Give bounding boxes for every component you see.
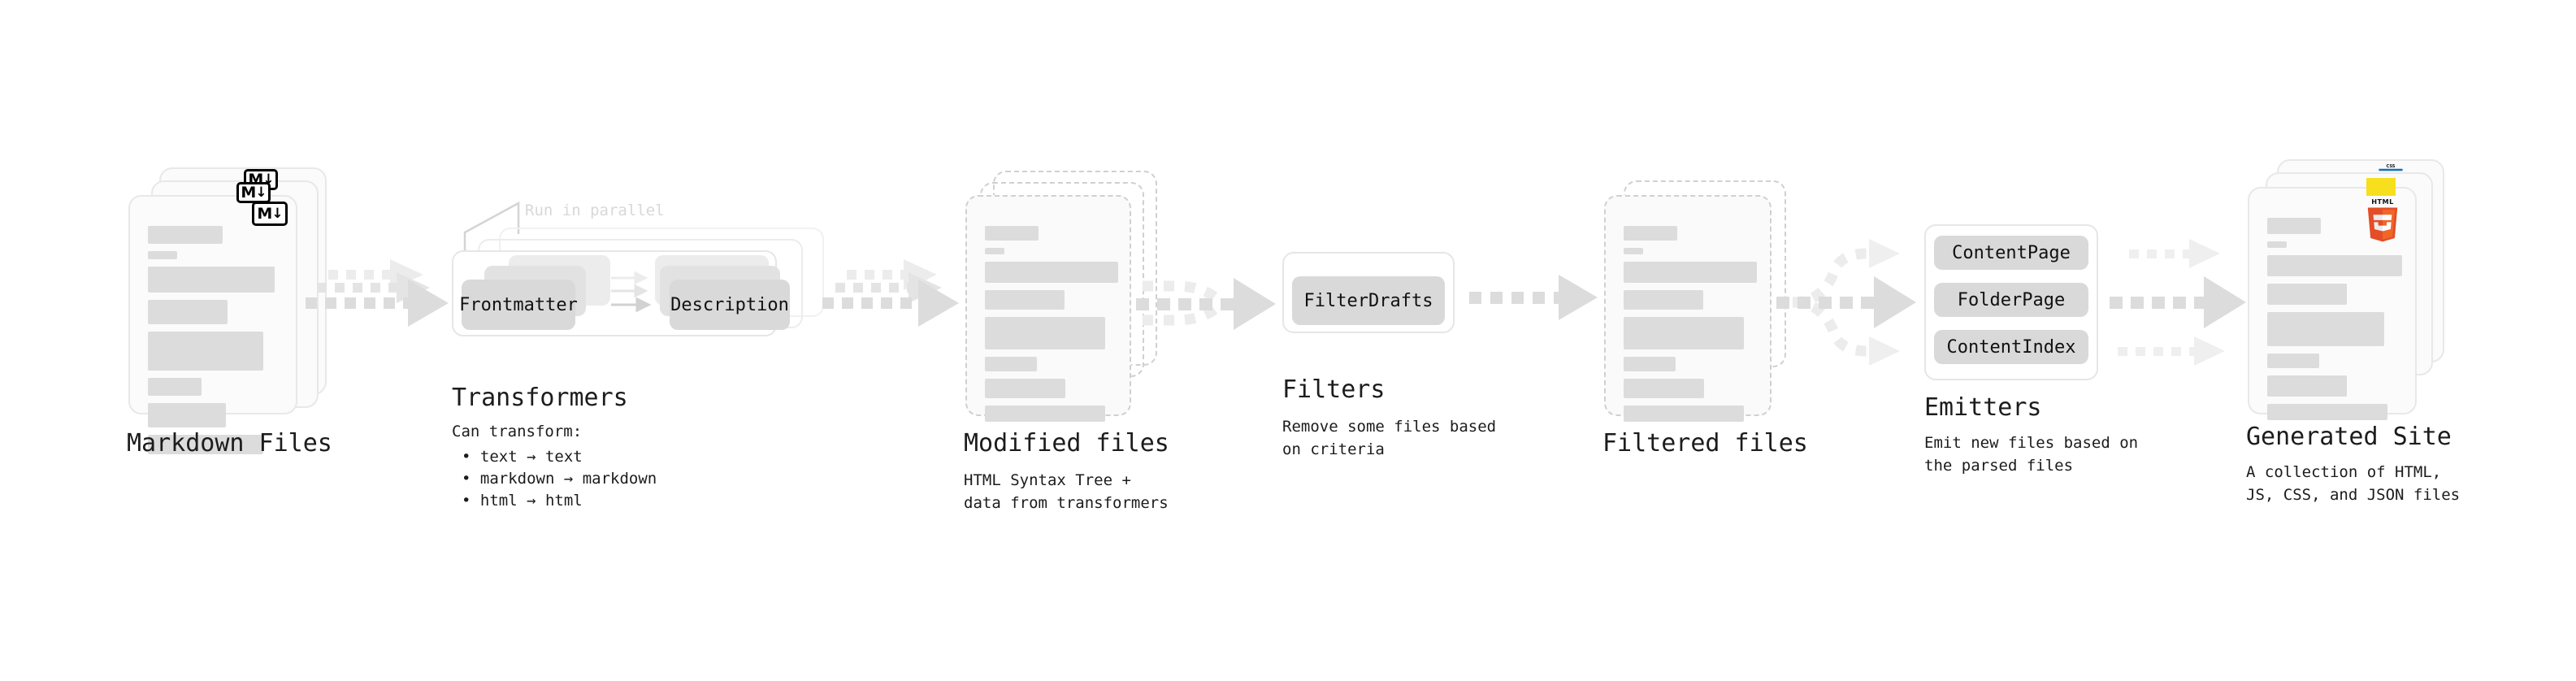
markdown-icon: M↓ <box>252 202 288 226</box>
filter-chip-filterdrafts[interactable]: FilterDrafts <box>1292 276 1445 325</box>
markdown-icon-letter: M <box>257 204 272 223</box>
markdown-file-card-front <box>128 195 297 454</box>
markdown-icon-middle: M↓ <box>236 182 271 203</box>
generated-site-title: Generated Site <box>2246 423 2452 451</box>
filter-chip-filterdrafts-label: FilterDrafts <box>1303 290 1433 311</box>
js-icon <box>2366 178 2396 196</box>
emitters-subtitle: Emit new files based on the parsed files <box>1924 434 2139 475</box>
emitter-chip-folderpage-label: FolderPage <box>1957 289 2066 310</box>
filters-subtitle: Remove some files based on criteria <box>1282 418 1497 458</box>
markdown-icon-arrow: ↓ <box>271 205 283 222</box>
emitter-chip-contentindex[interactable]: ContentIndex <box>1934 330 2088 364</box>
transformer-chip-description[interactable]: Description <box>670 280 790 330</box>
emitter-chip-contentpage-label: ContentPage <box>1952 242 2071 263</box>
arrow-emitters-to-site <box>2110 239 2246 366</box>
doc-placeholder-lines <box>2267 218 2402 427</box>
transformers-subtitle: Can transform: <box>452 423 583 440</box>
transformers-bullet-3: • html → html <box>462 492 583 510</box>
transformer-chip-frontmatter-label: Frontmatter <box>459 294 578 315</box>
arrow-transformers-to-modified <box>822 259 959 327</box>
modified-file-card-front <box>965 195 1131 422</box>
emitters-title: Emitters <box>1924 393 2042 422</box>
arrow-filters-to-filtered <box>1469 275 1598 320</box>
svg-text:CSS: CSS <box>2386 164 2395 169</box>
doc-placeholder-lines <box>985 226 1118 429</box>
emitter-chip-contentpage[interactable]: ContentPage <box>1934 236 2088 270</box>
transformers-bullet-2: • markdown → markdown <box>462 470 657 488</box>
transformer-chip-description-label: Description <box>670 294 789 315</box>
run-in-parallel-bracket <box>463 201 520 254</box>
svg-text:HTML: HTML <box>2371 197 2394 206</box>
arrow-modified-to-filters <box>1136 278 1276 330</box>
transformers-title: Transformers <box>452 384 628 412</box>
modified-files-subtitle: HTML Syntax Tree + data from transformer… <box>964 471 1169 512</box>
markdown-icon-letter-middle: M <box>241 183 256 202</box>
filtered-file-card-front <box>1604 195 1772 422</box>
emitter-chip-folderpage[interactable]: FolderPage <box>1934 283 2088 317</box>
transformer-chip-frontmatter[interactable]: Frontmatter <box>459 280 578 330</box>
markdown-files-title: Markdown Files <box>127 429 332 458</box>
filtered-files-title: Filtered files <box>1602 429 1808 458</box>
css-icon: CSS <box>2379 164 2403 171</box>
markdown-icon-arrow-middle: ↓ <box>255 184 267 201</box>
doc-placeholder-lines <box>1624 226 1757 429</box>
run-in-parallel-label: Run in parallel <box>525 202 665 219</box>
transformer-inner-arrows <box>611 271 652 313</box>
modified-files-title: Modified files <box>964 429 1169 458</box>
emitter-chip-contentindex-label: ContentIndex <box>1946 336 2076 358</box>
filters-title: Filters <box>1282 375 1386 404</box>
transformers-bullet-1: • text → text <box>462 448 583 466</box>
doc-placeholder-lines <box>148 226 281 462</box>
arrow-markdown-to-transformers <box>306 259 449 327</box>
generated-site-subtitle: A collection of HTML, JS, CSS, and JSON … <box>2246 463 2461 504</box>
arrow-filtered-to-emitters <box>1776 239 1916 366</box>
html5-icon: HTML <box>2367 197 2398 242</box>
